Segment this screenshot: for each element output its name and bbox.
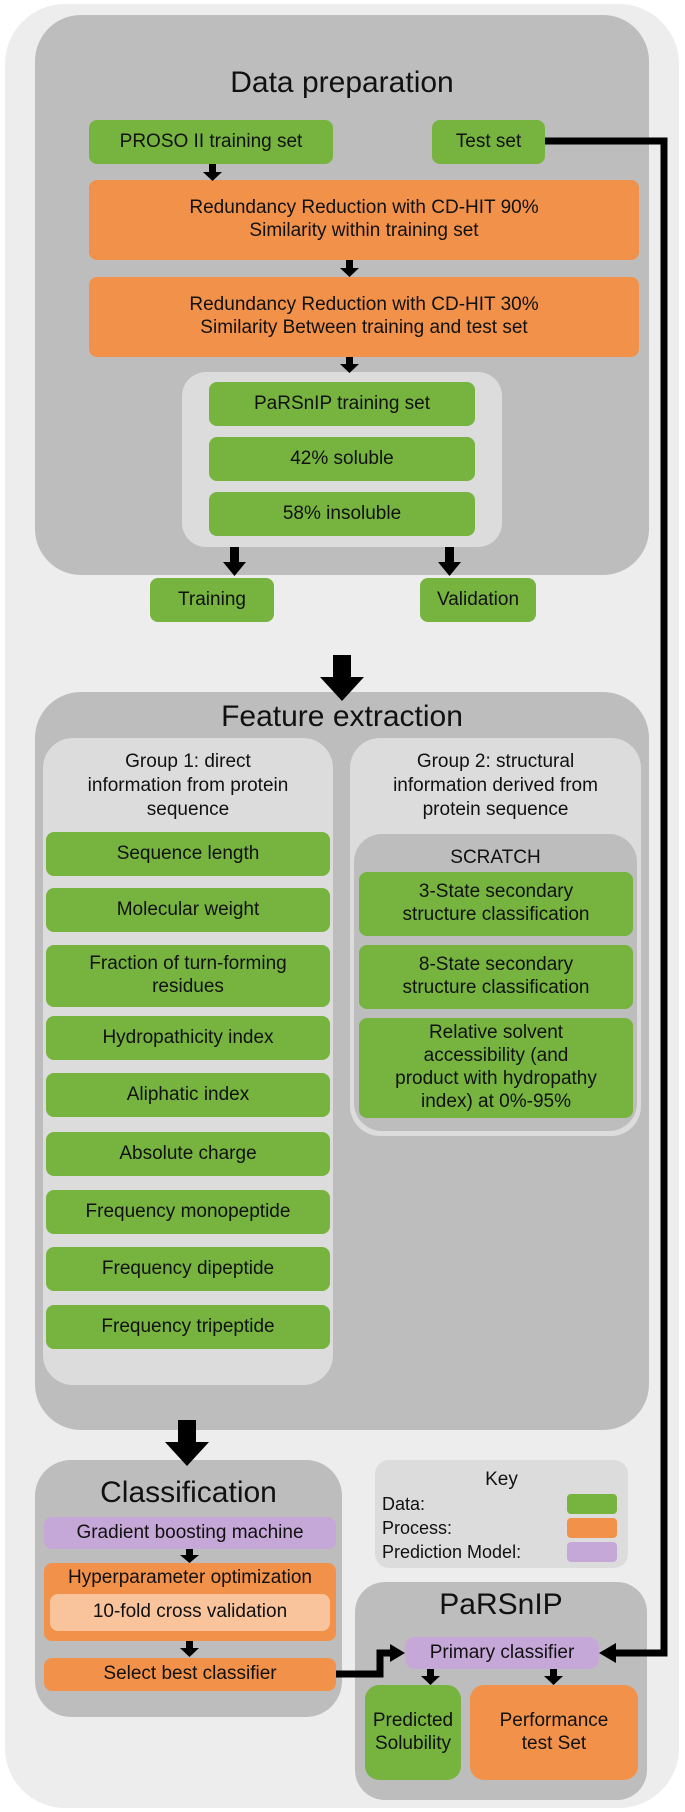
select-best-classifier: Select best classifier <box>44 1658 336 1691</box>
arrow-features-to-classification <box>165 1420 209 1466</box>
feature-sequence-length: Sequence length <box>46 832 330 876</box>
parsnip-training-set: PaRSnIP training set <box>209 382 475 426</box>
predicted-solubility-line-2: Solubility <box>374 1732 452 1754</box>
feature-relative-solvent-accessibility: Relative solvent accessibility (and prod… <box>359 1018 633 1118</box>
eight-state-line-2: structure classification <box>402 977 590 998</box>
arrow-gbm-to-hyperparameter <box>180 1549 199 1563</box>
arrow-classifier-to-predicted <box>421 1669 440 1685</box>
primary-classifier: Primary classifier <box>405 1637 599 1669</box>
insoluble-fraction: 58% insoluble <box>209 492 475 536</box>
arrow-hyperparameter-to-select <box>180 1641 199 1657</box>
arrow-to-training <box>223 547 246 576</box>
feature-frequency-tripeptide: Frequency tripeptide <box>46 1305 330 1349</box>
performance-test-set: Performance test Set <box>470 1685 638 1780</box>
key-data-swatch <box>567 1494 617 1514</box>
group-2-title-line-1: Group 2: structural <box>416 751 575 772</box>
classifier-connector-head <box>390 1644 405 1662</box>
three-state-line-1: 3-State secondary <box>418 881 574 903</box>
validation-set: Validation <box>420 578 536 622</box>
key-data-label: Data: <box>382 1494 426 1514</box>
feature-frequency-dipeptide: Frequency dipeptide <box>46 1247 330 1291</box>
hyperparameter-label: Hyperparameter optimization <box>68 1567 312 1588</box>
soluble-fraction: 42% soluble <box>209 437 475 481</box>
arrow-to-validation <box>438 547 461 576</box>
feature-hydropathicity-index: Hydropathicity index <box>46 1016 330 1060</box>
feature-frequency-monopeptide: Frequency monopeptide <box>46 1190 330 1234</box>
classification-title: Classification <box>100 1476 277 1509</box>
data-preparation-title: Data preparation <box>230 66 454 99</box>
reduction-30-line-1: Redundancy Reduction with CD-HIT 30% <box>189 294 539 316</box>
proso-training-set: PROSO II training set <box>89 120 333 164</box>
key-model-label: Prediction Model: <box>382 1542 522 1562</box>
turn-forming-line-1: Fraction of turn-forming <box>89 953 287 975</box>
classifier-connector <box>336 1649 392 1678</box>
rsa-line-4: index) at 0%-95% <box>421 1090 571 1112</box>
arrow-proso-to-reduction <box>203 164 222 181</box>
arrow-classifier-to-performance <box>544 1669 563 1685</box>
feature-aliphatic-index: Aliphatic index <box>46 1073 330 1117</box>
reduction-30-line-2: Similarity Between training and test set <box>200 317 528 338</box>
feature-extraction-title: Feature extraction <box>221 700 463 733</box>
key-title: Key <box>485 1469 518 1490</box>
ten-fold-cross-validation: 10-fold cross validation <box>50 1594 330 1631</box>
key-process-swatch <box>567 1518 617 1538</box>
group-1-title-line-1: Group 1: direct <box>125 751 251 772</box>
group-2-title: Group 2: structural information derived … <box>350 750 641 821</box>
rsa-line-3: product with hydropathy <box>395 1068 597 1089</box>
group-1-title-line-3: sequence <box>146 798 230 820</box>
scratch-title: SCRATCH <box>450 847 541 868</box>
big-down-arrows <box>165 655 364 1466</box>
arrow-reduction90-to-reduction30 <box>340 260 359 277</box>
key-process-label: Process: <box>382 1518 453 1538</box>
group-2-title-line-3: protein sequence <box>422 798 569 820</box>
gradient-boosting-machine: Gradient boosting machine <box>44 1517 336 1549</box>
group-2-title-line-2: information derived from <box>393 774 598 796</box>
key-model-swatch <box>567 1542 617 1562</box>
eight-state-line-1: 8-State secondary <box>418 954 574 976</box>
reduction-90-line-1: Redundancy Reduction with CD-HIT 90% <box>189 197 539 219</box>
three-state-line-2: structure classification <box>402 904 590 925</box>
feature-turn-forming-residues: Fraction of turn-forming residues <box>46 945 330 1007</box>
rsa-line-1: Relative solvent <box>428 1022 564 1044</box>
test-set-connector <box>545 137 668 1657</box>
feature-absolute-charge: Absolute charge <box>46 1132 330 1176</box>
feature-molecular-weight: Molecular weight <box>46 888 330 932</box>
turn-forming-line-2: residues <box>152 976 224 997</box>
arrow-data-prep-to-features <box>320 655 364 701</box>
small-down-arrows <box>180 164 563 1685</box>
training-set: Training <box>150 578 274 622</box>
performance-line-1: Performance <box>499 1709 609 1731</box>
predicted-solubility-line-1: Predicted <box>372 1709 454 1731</box>
test-set-connector-head <box>599 1643 616 1663</box>
parsnip-title: PaRSnIP <box>439 1588 563 1621</box>
reduction-90-line-2: Similarity within training set <box>249 220 479 241</box>
rsa-line-2: accessibility (and <box>423 1045 569 1067</box>
feature-3-state-secondary-structure: 3-State secondary structure classificati… <box>359 872 633 936</box>
redundancy-reduction-30: Redundancy Reduction with CD-HIT 30% Sim… <box>89 277 639 357</box>
performance-line-2: test Set <box>521 1732 587 1754</box>
group-1-title-line-2: information from protein <box>87 774 289 796</box>
feature-8-state-secondary-structure: 8-State secondary structure classificati… <box>359 945 633 1009</box>
redundancy-reduction-90: Redundancy Reduction with CD-HIT 90% Sim… <box>89 180 639 260</box>
arrow-reduction30-to-parsnip-set <box>340 357 359 373</box>
predicted-solubility: Predicted Solubility <box>365 1685 461 1780</box>
group-1-title: Group 1: direct information from protein… <box>43 750 333 821</box>
test-set: Test set <box>432 120 545 164</box>
